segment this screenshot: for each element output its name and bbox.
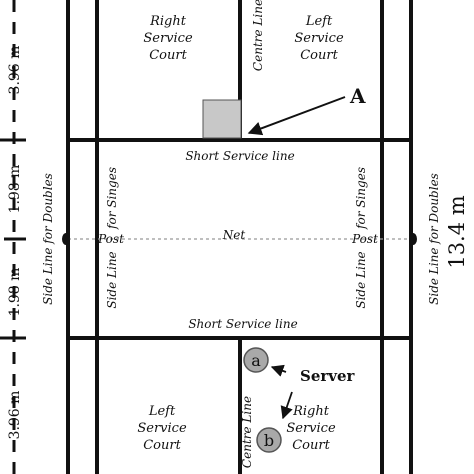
- left-service-court-top-label: Left Service Court: [294, 14, 344, 63]
- court-label-line: Service: [294, 31, 344, 46]
- total-length-label: 13.4 m: [445, 195, 469, 268]
- right-service-court-top-label: Right Service Court: [143, 14, 193, 63]
- court-label-line: Right: [292, 404, 330, 419]
- court-label-line: Service: [286, 421, 336, 436]
- server-label: Server: [300, 367, 356, 385]
- marker-a-label: A: [349, 84, 366, 108]
- player-b-label: b: [264, 431, 274, 450]
- court-label-line: Right: [149, 14, 187, 29]
- dimension-top-label: 3.96 m: [7, 46, 23, 95]
- court-label-line: Service: [137, 421, 187, 436]
- doubles-side-line-left-label: Side Line for Doubles: [41, 173, 55, 305]
- centre-line-top-label: Centre Line: [251, 0, 265, 71]
- shuttle-target-box: [202, 99, 242, 139]
- court-label-line: Left: [305, 14, 333, 29]
- left-dimension-scale: [0, 0, 26, 474]
- dimension-upper-mid-label: 1.98 m: [7, 165, 23, 214]
- doubles-side-line-right-label: Side Line for Doubles: [427, 173, 441, 305]
- dimension-lower-mid-label: 1.98 m: [7, 268, 23, 317]
- singles-side-line-right-label-a: Side Line: [354, 251, 368, 308]
- player-b-circle: [256, 427, 282, 453]
- server-arrow-to-a: [270, 364, 287, 377]
- post-right-label: Post: [351, 232, 378, 246]
- marker-a-arrow: [247, 96, 346, 136]
- singles-side-line-left-label-a: Side Line: [105, 251, 119, 308]
- court-label-line: Court: [292, 438, 330, 453]
- singles-side-line-right-label-b: for Singes: [354, 167, 368, 230]
- centre-line-bottom-label: Centre Line: [240, 396, 254, 468]
- post-left-marker: [62, 233, 70, 245]
- player-a-label: a: [251, 351, 261, 370]
- court-label-line: Left: [148, 404, 176, 419]
- left-service-court-bottom-label: Left Service Court: [137, 404, 187, 453]
- short-service-line-bottom-label: Short Service line: [188, 317, 297, 331]
- net-label: Net: [222, 228, 246, 242]
- post-right-marker: [409, 233, 417, 245]
- right-service-court-bottom-label: Right Service Court: [286, 404, 336, 453]
- player-a-circle: [243, 347, 269, 373]
- court-label-line: Service: [143, 31, 193, 46]
- post-left-label: Post: [97, 232, 124, 246]
- court-label-line: Court: [143, 438, 181, 453]
- short-service-line-top-label: Short Service line: [185, 149, 294, 163]
- singles-side-line-left-label-b: for Singes: [105, 167, 119, 230]
- court-label-line: Court: [300, 48, 338, 63]
- dimension-bottom-label: 3.96 m: [7, 391, 23, 440]
- server-arrow-to-b: [280, 391, 293, 420]
- court-label-line: Court: [149, 48, 187, 63]
